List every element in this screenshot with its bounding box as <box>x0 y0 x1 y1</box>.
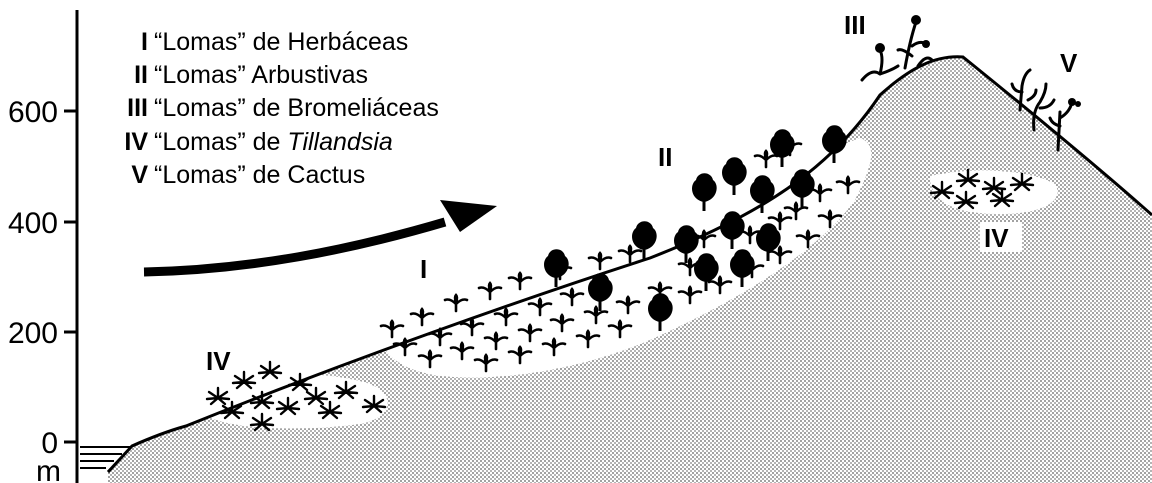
zone-label-iii: III <box>844 10 866 40</box>
zone-label-iv-lower: IV <box>206 346 231 376</box>
legend-numeral: I <box>141 28 148 56</box>
legend-label: “Lomas” de Cactus <box>154 161 365 189</box>
legend: I “Lomas” de Herbáceas II “Lomas” Arbust… <box>124 28 438 189</box>
y-tick-label-400: 400 <box>8 207 58 240</box>
zone-label-ii: II <box>658 142 672 172</box>
legend-numeral: II <box>134 61 148 89</box>
y-tick-label-200: 200 <box>8 317 58 350</box>
legend-label: “Lomas” de Herbáceas <box>154 28 408 56</box>
legend-item-bromeliaceas: III “Lomas” de Bromeliáceas <box>127 94 439 122</box>
legend-numeral: III <box>127 94 148 122</box>
legend-item-arbustivas: II “Lomas” Arbustivas <box>134 61 368 89</box>
fog-wind-arrow-icon <box>144 200 497 272</box>
y-tick-label-600: 600 <box>8 96 58 129</box>
legend-item-cactus: V “Lomas” de Cactus <box>131 161 365 189</box>
zone-label-i: I <box>420 254 427 284</box>
y-axis-unit: m <box>36 455 61 483</box>
legend-numeral: IV <box>124 128 148 156</box>
zone-label-iv-upper: IV <box>984 223 1009 253</box>
legend-item-tillandsia: IV “Lomas” de Tillandsia <box>124 128 392 156</box>
legend-label: “Lomas” de Tillandsia <box>154 128 393 156</box>
legend-label: “Lomas” de Bromeliáceas <box>154 94 439 122</box>
y-axis: 0 200 400 600 m <box>8 10 77 483</box>
zone-label-v: V <box>1060 48 1078 78</box>
legend-label: “Lomas” Arbustivas <box>154 61 368 89</box>
legend-item-herbaceas: I “Lomas” de Herbáceas <box>141 28 408 56</box>
legend-numeral: V <box>131 161 148 189</box>
